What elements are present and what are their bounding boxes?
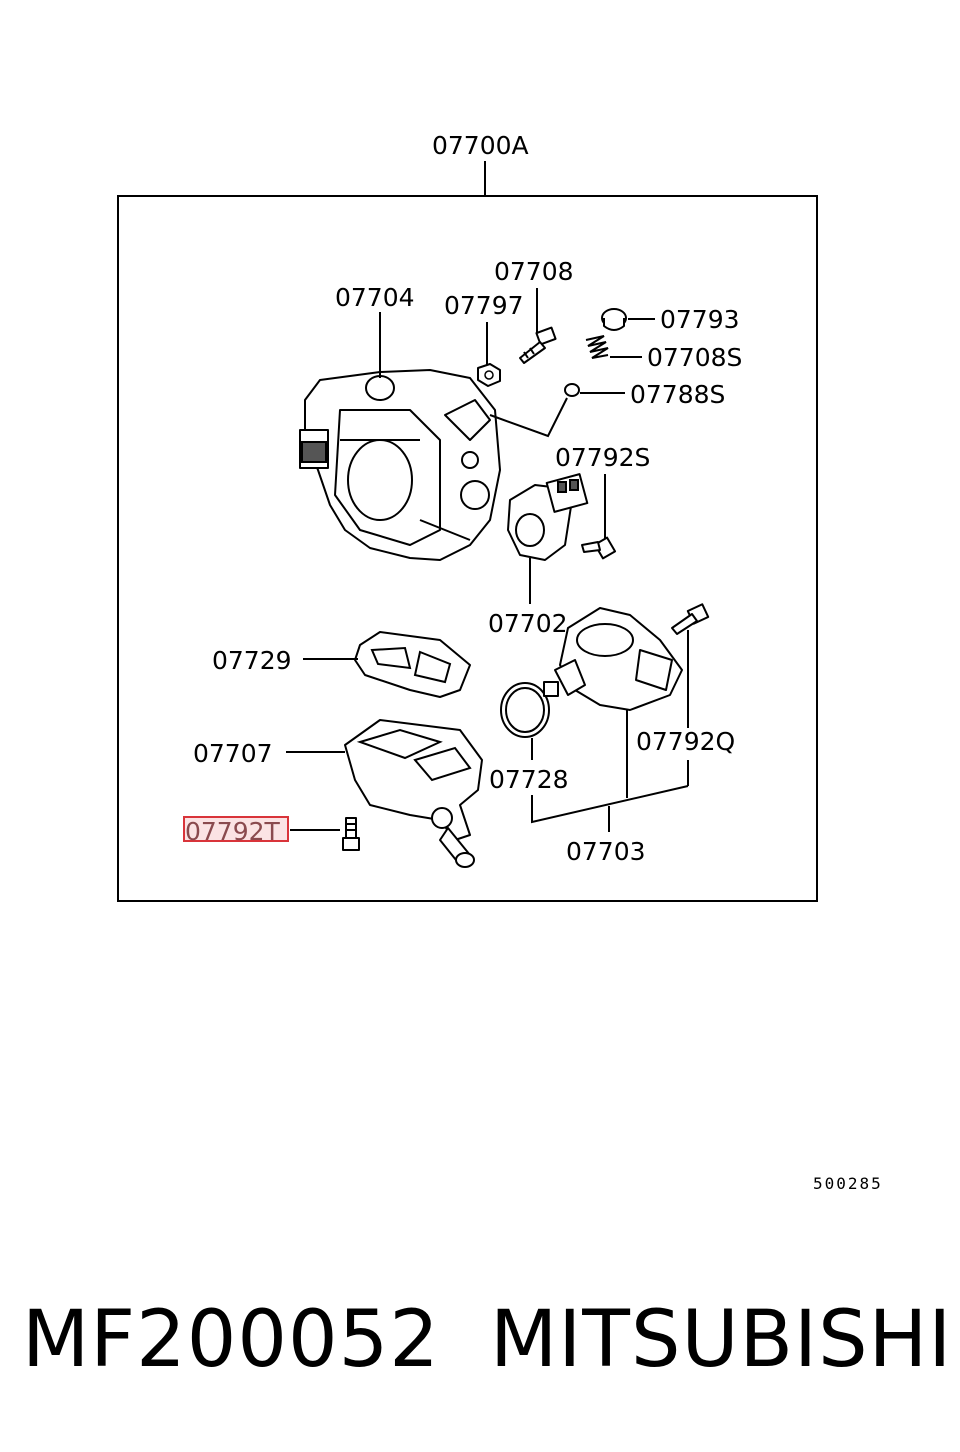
label-07702[interactable]: 07702 bbox=[488, 609, 568, 638]
gasket-07729-part bbox=[354, 631, 471, 698]
label-07708[interactable]: 07708 bbox=[494, 257, 574, 286]
assembly-label[interactable]: 07700A bbox=[432, 131, 529, 160]
label-07792t[interactable]: 07792T bbox=[185, 817, 281, 846]
assembly-frame bbox=[117, 195, 818, 902]
part-number: MF200052 bbox=[22, 1295, 440, 1385]
label-07703[interactable]: 07703 bbox=[566, 837, 646, 866]
label-07792s[interactable]: 07792S bbox=[555, 443, 650, 472]
label-07788s[interactable]: 07788S bbox=[630, 380, 725, 409]
label-07707[interactable]: 07707 bbox=[193, 739, 273, 768]
isc-motor-07703-part bbox=[543, 607, 683, 711]
cap-07793-part bbox=[601, 308, 627, 331]
screw-07792s-part bbox=[581, 536, 617, 560]
brand-name: MITSUBISHI bbox=[490, 1295, 953, 1385]
sensor-07702-part bbox=[507, 473, 589, 561]
label-07728[interactable]: 07728 bbox=[489, 765, 569, 794]
spring-07708s-part bbox=[585, 335, 609, 359]
throttle-body-part bbox=[299, 369, 501, 561]
parts-diagram: 07700A 07704 07708 07797 07793 bbox=[117, 131, 818, 902]
label-07797[interactable]: 07797 bbox=[444, 291, 524, 320]
isc-body-07707-part bbox=[344, 719, 483, 868]
screw-07792t-part bbox=[342, 817, 360, 851]
link-07788s-body bbox=[489, 397, 568, 438]
oring-07788s-part bbox=[564, 383, 580, 397]
product-footer: MF200052 MITSUBISHI bbox=[0, 1290, 960, 1400]
label-07729[interactable]: 07729 bbox=[212, 646, 292, 675]
label-07708s[interactable]: 07708S bbox=[647, 343, 742, 372]
highlight-box bbox=[183, 816, 289, 842]
label-07792q[interactable]: 07792Q bbox=[636, 727, 735, 756]
label-07704[interactable]: 07704 bbox=[335, 283, 415, 312]
label-07793[interactable]: 07793 bbox=[660, 305, 740, 334]
bracket-07703 bbox=[531, 785, 689, 824]
reference-number-text: 500285 bbox=[813, 1174, 883, 1193]
oring-07728-part bbox=[500, 682, 550, 738]
bolt-07708-part bbox=[519, 326, 557, 364]
screw-07792q-part bbox=[671, 603, 710, 635]
